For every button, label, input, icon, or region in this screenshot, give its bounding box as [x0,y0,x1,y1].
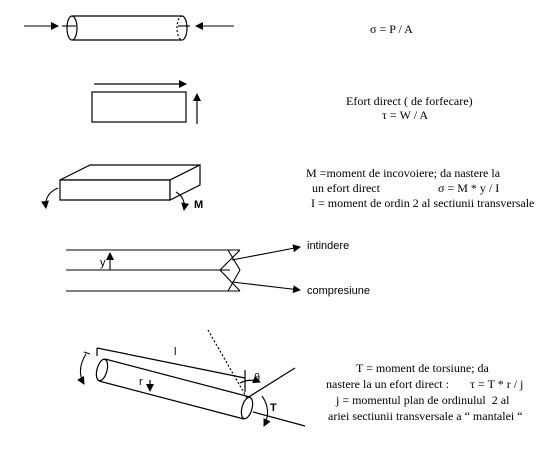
bending-formula: σ = M * y / I [438,181,500,195]
torsion-line-1: T = moment de torsiune; da [356,361,489,375]
axial-cylinder [66,15,188,41]
bending-line-3: I = moment de ordin 2 al sectiunii trans… [311,196,535,210]
bending-moment-arrows [41,187,190,211]
shear-formula: τ = W / A [382,108,429,122]
torsion-line-2-text: nastere la un efort direct : [326,377,449,391]
torsion-formula: τ = T * r / j [470,377,524,391]
theta-label: θ [254,372,261,384]
stress-diagram [66,244,301,294]
torsion-line-3: j = momentul plan de ordinulul 2 al [336,393,510,407]
compression-label: compresiune [307,285,370,297]
shear-title: Efort direct ( de forfecare) [346,94,473,108]
tension-label: intindere [307,240,350,252]
bending-line-2-text: un efort direct [312,181,380,195]
moment-label: M [194,199,204,211]
torque-label: T [270,402,277,414]
torque-arrows [77,351,271,427]
y-label: y [100,257,106,269]
bending-beam [59,164,201,201]
shear-block [91,80,201,124]
length-label: l [174,346,177,358]
axial-stress-formula: σ = P / A [370,22,413,36]
torsion-line-4: ariei sectiunii transversale a “ mantale… [328,409,523,423]
bending-line-1: M =moment de incovoiere; da nastere la [306,166,501,180]
torsion-shaft [95,329,306,427]
radius-label: r [139,376,143,388]
